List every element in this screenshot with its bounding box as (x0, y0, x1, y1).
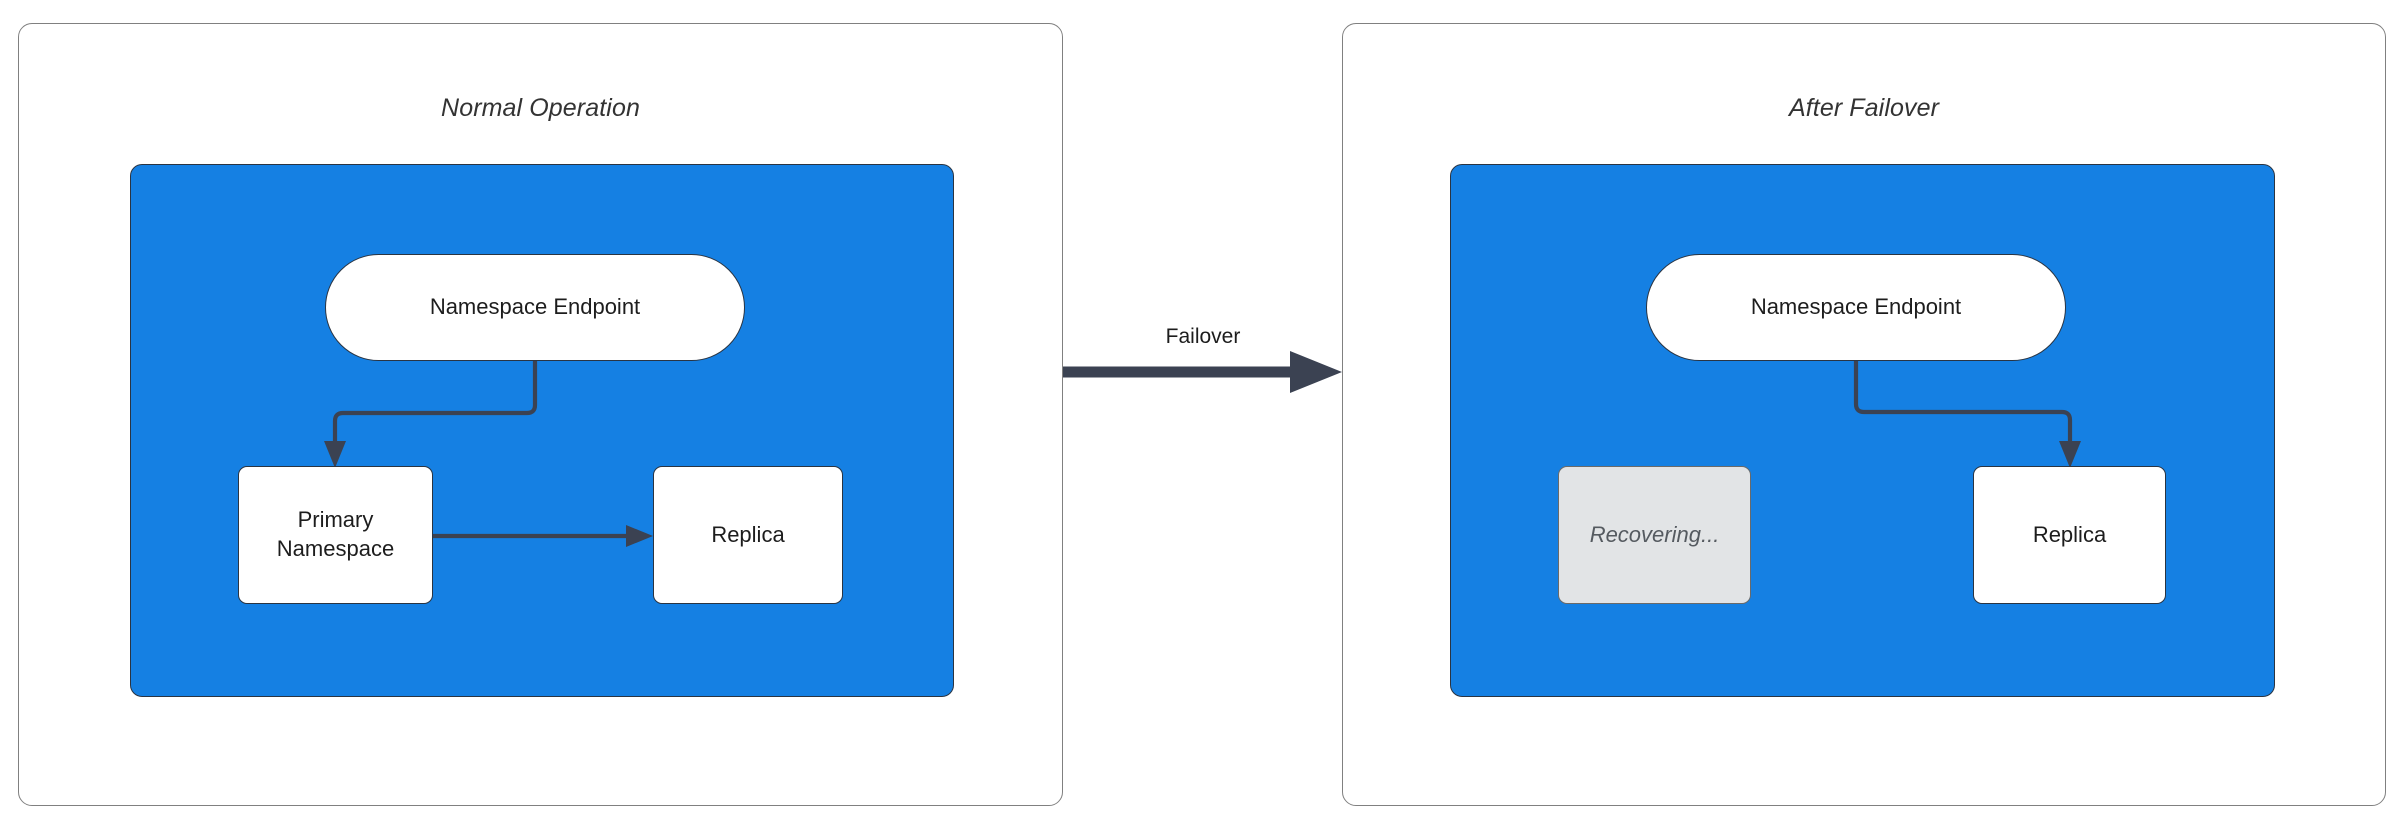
node-namespace-endpoint-left[interactable]: Namespace Endpoint (325, 254, 745, 361)
node-label-line2: Namespace (276, 536, 395, 561)
node-label: Replica (711, 521, 785, 547)
node-namespace-endpoint-right[interactable]: Namespace Endpoint (1646, 254, 2066, 361)
node-label: Namespace Endpoint (429, 294, 641, 320)
namespace-group-left (130, 164, 954, 697)
node-label: Replica (2032, 521, 2107, 547)
node-replica-right[interactable]: Replica (1973, 466, 2166, 604)
edge-label-failover: Failover (1165, 325, 1241, 348)
node-label: Recovering... (1589, 521, 1720, 547)
node-primary-namespace[interactable]: Primary Namespace (238, 466, 433, 604)
node-label: Primary Namespace (277, 506, 394, 563)
node-label-line1: Primary (297, 507, 374, 533)
panel-title-after-failover: After Failover (1788, 94, 1940, 122)
panel-title-normal-operation: Normal Operation (441, 94, 640, 122)
edge-label-data-replication: Data Replication (452, 337, 601, 358)
node-replica-left[interactable]: Replica (653, 466, 843, 604)
arrowhead-failover-transition (1290, 351, 1342, 393)
node-label: Namespace Endpoint (1750, 294, 1962, 320)
node-recovering[interactable]: Recovering... (1558, 466, 1751, 604)
namespace-group-right (1450, 164, 2275, 697)
